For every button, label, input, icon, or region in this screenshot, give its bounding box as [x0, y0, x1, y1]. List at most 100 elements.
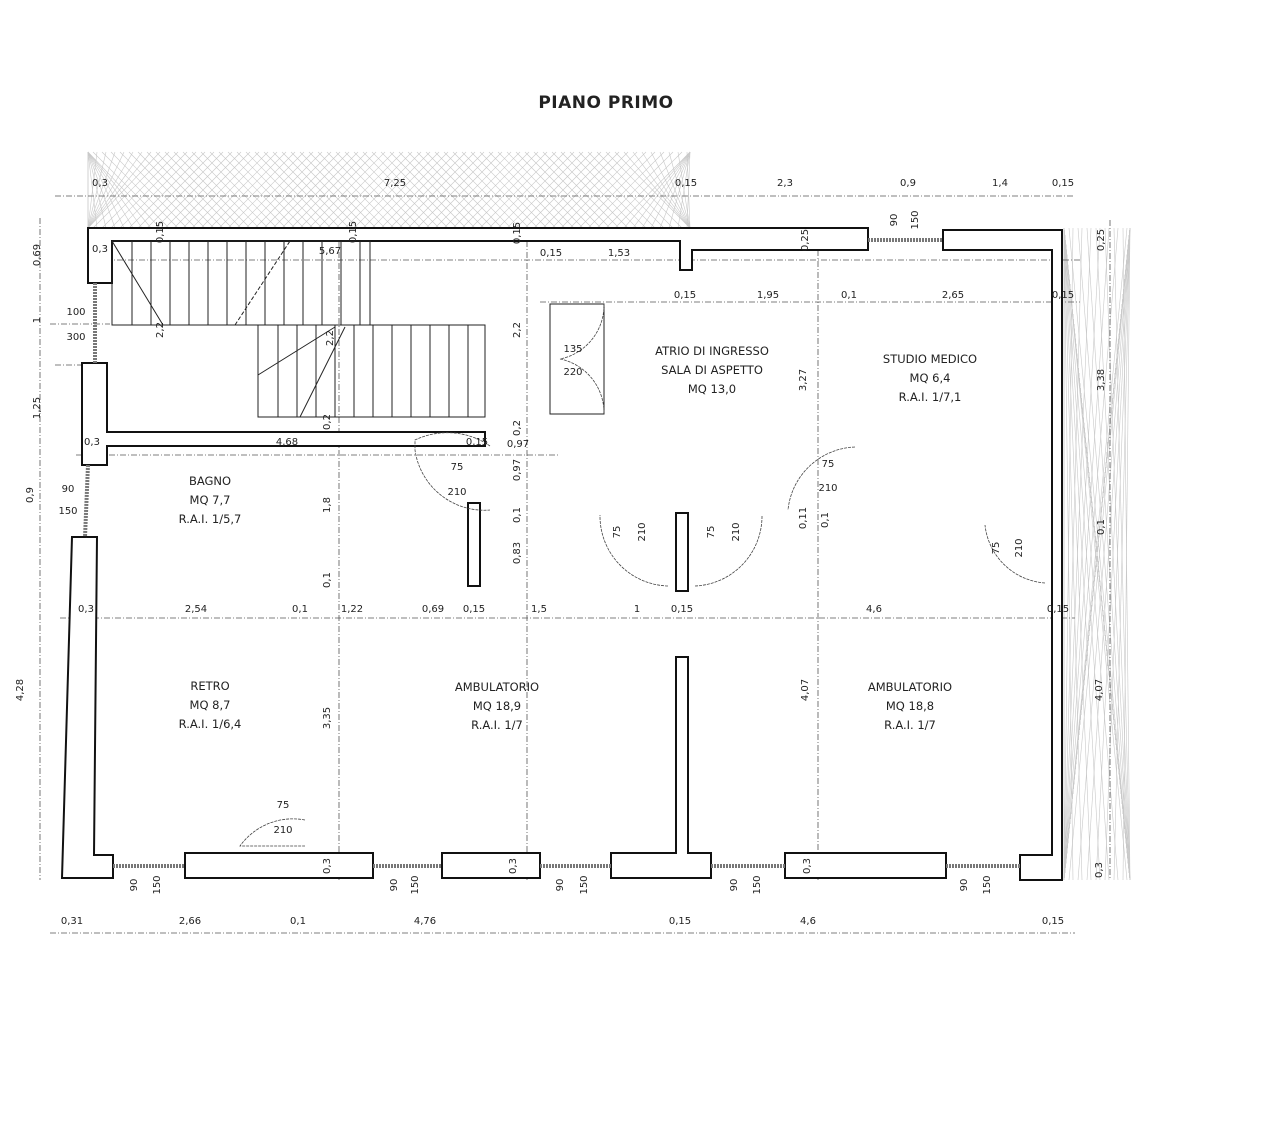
room-rai: R.A.I. 1/7,1 — [899, 390, 962, 404]
dimension-label: 1,95 — [757, 290, 779, 301]
opening-width-label: 75 — [612, 526, 623, 539]
hatch-line — [200, 151, 278, 229]
dimension-label: 4,68 — [276, 437, 298, 448]
hatch-line — [407, 151, 485, 229]
dimension-label: 0,25 — [800, 229, 811, 251]
dimension-label: 1,4 — [992, 178, 1008, 189]
dimension-label: 3,27 — [798, 369, 809, 391]
hatch-line — [668, 151, 691, 229]
dimension-label: 0,2 — [322, 414, 333, 430]
hatch-line — [470, 151, 548, 229]
room-name: AMBULATORIO — [868, 680, 952, 694]
dimension-label: 0,15 — [1052, 178, 1074, 189]
hatch-line — [497, 151, 575, 229]
hatch-line — [587, 151, 665, 229]
hatch-line — [380, 151, 458, 229]
opening-width-label: 90 — [959, 879, 970, 892]
hatch-line — [227, 151, 305, 229]
dimension-label: 4,07 — [1094, 679, 1105, 701]
dimension-label: 4,6 — [866, 604, 882, 615]
hatch-line — [506, 151, 584, 229]
hatch-line — [551, 151, 629, 229]
hatch-line — [452, 151, 530, 229]
hatch-line — [542, 151, 620, 229]
hatch-line — [614, 151, 691, 229]
opening-width-label: 100 — [66, 307, 85, 318]
hatch-line — [1113, 227, 1131, 881]
opening-width-label: 90 — [62, 484, 75, 495]
opening-height-label: 210 — [637, 522, 648, 541]
room-atrio: ATRIO DI INGRESSO SALA DI ASPETTO MQ 13,… — [655, 344, 769, 396]
hatch-line — [335, 151, 413, 229]
dimension-label: 0,1 — [322, 572, 333, 588]
hatch-line — [353, 151, 431, 229]
hatch-line — [362, 151, 440, 229]
hatch-line — [173, 151, 251, 229]
hatch-line — [488, 151, 566, 229]
hatch-line — [119, 151, 197, 229]
hatch-line — [137, 151, 215, 229]
dimension-label: 1,25 — [32, 397, 43, 419]
dimension-label: 0,3 — [1094, 862, 1105, 878]
hatch-line — [1063, 227, 1131, 881]
hatch-line — [128, 151, 206, 229]
hatch-line — [515, 151, 593, 229]
dimension-label: 0,3 — [802, 858, 813, 874]
dimension-label: 0,15 — [463, 604, 485, 615]
hatch-line — [87, 151, 134, 229]
dimension-label: 4,76 — [414, 916, 436, 927]
hatch-line — [326, 151, 404, 229]
hatch-line — [596, 151, 674, 229]
room-bagno: BAGNO MQ 7,7 R.A.I. 1/5,7 — [179, 474, 242, 526]
hatch-line — [677, 151, 691, 229]
dimension-label: 0,3 — [92, 244, 108, 255]
opening-height-label: 150 — [982, 875, 993, 894]
dimension-label: 0,1 — [820, 512, 831, 528]
opening-height-label: 210 — [447, 487, 466, 498]
dimension-label: 0,15 — [675, 178, 697, 189]
room-area: MQ 18,9 — [473, 699, 521, 713]
hatch-line — [87, 151, 116, 229]
hatch-line — [209, 151, 287, 229]
hatch-line — [632, 151, 691, 229]
opening-height-label: 220 — [563, 367, 582, 378]
opening-height-label: 150 — [579, 875, 590, 894]
opening-height-label: 150 — [752, 875, 763, 894]
dimension-label: 0,15 — [348, 221, 359, 243]
dimension-label: 0,3 — [78, 604, 94, 615]
dimension-label: 0,15 — [155, 221, 166, 243]
hatch-line — [155, 151, 233, 229]
hatch-line — [87, 151, 161, 229]
dimension-label: 0,2 — [512, 420, 523, 436]
hatch-line — [182, 151, 260, 229]
dimension-label: 0,1 — [1096, 519, 1107, 535]
dimension-label: 2,54 — [185, 604, 207, 615]
hatch-line — [659, 151, 691, 229]
room-area: MQ 13,0 — [688, 382, 736, 396]
hatch-line — [317, 151, 395, 229]
dimension-label: 0,83 — [512, 542, 523, 564]
room-retro: RETRO MQ 8,7 R.A.I. 1/6,4 — [179, 679, 242, 731]
opening-width-label: 90 — [889, 214, 900, 227]
hatch-line — [1104, 227, 1131, 881]
opening-width-label: 75 — [277, 800, 290, 811]
opening-height-label: 150 — [58, 506, 77, 517]
hatch-line — [425, 151, 503, 229]
hatch-line — [434, 151, 512, 229]
dimension-label: 0,1 — [292, 604, 308, 615]
room-name: STUDIO MEDICO — [883, 352, 977, 366]
opening-height-label: 210 — [1014, 538, 1025, 557]
room-name: AMBULATORIO — [455, 680, 539, 694]
hatch-line — [524, 151, 602, 229]
hatch-line — [443, 151, 521, 229]
opening-height-label: 210 — [273, 825, 292, 836]
hatch-line — [254, 151, 332, 229]
dimension-label: 5,67 — [319, 246, 341, 257]
hatch-line — [641, 151, 691, 229]
room-ambulatorio-1: AMBULATORIO MQ 18,9 R.A.I. 1/7 — [455, 680, 539, 732]
hatch-line — [308, 151, 386, 229]
opening-width-label: 75 — [991, 542, 1002, 555]
hatch-line — [650, 151, 691, 229]
hatch-line — [272, 151, 350, 229]
